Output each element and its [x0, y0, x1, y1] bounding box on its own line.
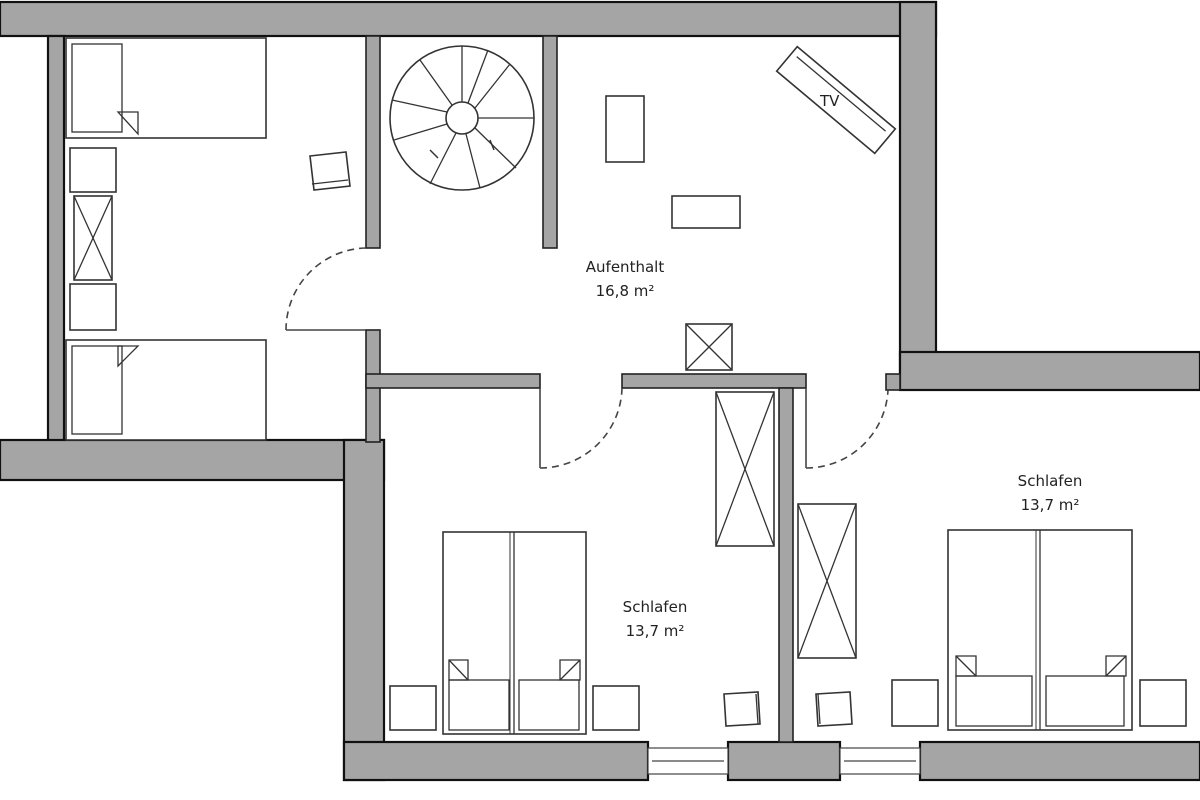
table-small [605, 95, 645, 163]
wall-bottom-b [726, 740, 842, 782]
tv-cabinet [775, 45, 897, 155]
doors [285, 247, 889, 469]
nightstand-upper [69, 147, 117, 193]
wall-bottom-c [918, 740, 1200, 782]
wall-lower-left [342, 438, 386, 782]
living-room-furniture: TV [605, 45, 897, 371]
nightstand-lower [69, 283, 117, 331]
chair-center-bedroom [723, 691, 761, 727]
nightstand-center-right [592, 685, 640, 731]
center-bedroom-furniture [389, 391, 775, 735]
interior-partitions [365, 35, 901, 743]
room-label-right-name: Schlafen [1018, 472, 1083, 490]
wall-left [46, 34, 66, 444]
nightstand-right-right [1139, 679, 1187, 727]
chair-left-room [309, 151, 351, 191]
partition-stairs [542, 35, 558, 249]
room-label-right-area: 13,7 m² [1021, 496, 1080, 514]
room-labels: Aufenthalt 16,8 m² Schlafen 13,7 m² Schl… [586, 258, 1083, 640]
nightstand-right-left [891, 679, 939, 727]
door-center-bedroom [539, 387, 623, 469]
partition-bedroom-divider [778, 387, 794, 743]
tv-label: TV [819, 92, 840, 110]
room-label-center-area: 13,7 m² [626, 622, 685, 640]
door-right-bedroom [805, 389, 889, 469]
left-room-furniture [65, 37, 351, 441]
exterior-walls [0, 0, 1200, 782]
chair-right-bedroom [815, 691, 853, 727]
windows [647, 747, 921, 775]
spiral-staircase [389, 45, 535, 191]
room-label-center-name: Schlafen [623, 598, 688, 616]
door-jamb-right [885, 373, 901, 391]
bed-lower [65, 339, 267, 441]
bed-upper [65, 37, 267, 139]
room-label-living-name: Aufenthalt [586, 258, 665, 276]
wall-top [0, 0, 938, 38]
coffee-table [671, 195, 741, 229]
partition-left-upper [365, 35, 381, 249]
door-left-room [285, 247, 367, 331]
partition-horizontal-b [621, 373, 807, 389]
wall-upper-right [898, 0, 938, 390]
wall-step [898, 350, 1200, 392]
room-label-living-area: 16,8 m² [596, 282, 655, 300]
wall-bottom-a [342, 740, 650, 782]
partition-horizontal-a [365, 373, 541, 389]
right-bedroom-furniture [797, 503, 1187, 731]
wall-left-room-bottom [0, 438, 386, 482]
nightstand-center-left [389, 685, 437, 731]
